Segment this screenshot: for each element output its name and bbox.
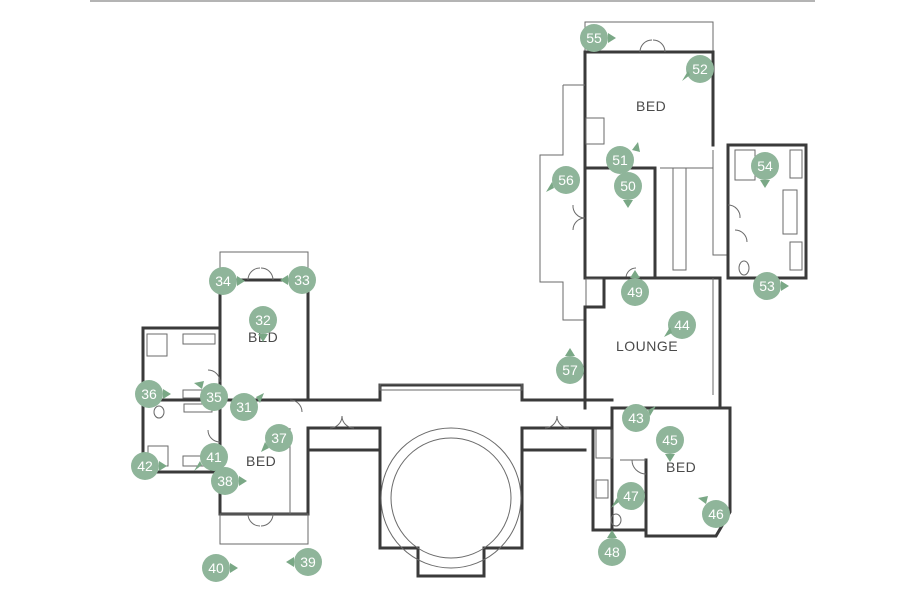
view-markers: 55 52 51 50 54 56 53 49 44 57 43 45 47 4… bbox=[131, 24, 789, 582]
view-marker[interactable]: 32 bbox=[249, 306, 277, 342]
view-marker[interactable]: 55 bbox=[580, 24, 616, 52]
view-marker[interactable]: 41 bbox=[194, 443, 228, 471]
view-marker[interactable]: 43 bbox=[622, 404, 656, 432]
room-label-bed-top: BED bbox=[636, 98, 666, 114]
view-marker[interactable]: 53 bbox=[753, 272, 789, 300]
view-marker[interactable]: 38 bbox=[211, 467, 247, 495]
svg-text:32: 32 bbox=[255, 312, 271, 328]
lounge-area bbox=[583, 276, 722, 410]
view-marker[interactable]: 34 bbox=[209, 267, 245, 295]
svg-text:54: 54 bbox=[757, 158, 773, 174]
view-marker[interactable]: 48 bbox=[598, 530, 626, 566]
svg-text:34: 34 bbox=[215, 273, 231, 289]
view-marker[interactable]: 50 bbox=[614, 172, 642, 208]
room-label-bed-right: BED bbox=[666, 459, 696, 475]
view-marker[interactable]: 47 bbox=[611, 482, 645, 510]
svg-text:44: 44 bbox=[674, 317, 690, 333]
svg-text:53: 53 bbox=[759, 278, 775, 294]
view-marker[interactable]: 45 bbox=[656, 426, 684, 462]
view-marker[interactable]: 40 bbox=[202, 554, 238, 582]
svg-text:55: 55 bbox=[586, 30, 602, 46]
svg-text:50: 50 bbox=[620, 178, 636, 194]
view-marker[interactable]: 31 bbox=[230, 393, 264, 421]
view-marker[interactable]: 51 bbox=[606, 142, 640, 174]
svg-text:33: 33 bbox=[294, 272, 310, 288]
view-marker[interactable]: 35 bbox=[194, 381, 228, 411]
svg-text:42: 42 bbox=[137, 458, 153, 474]
svg-text:45: 45 bbox=[662, 432, 678, 448]
svg-text:36: 36 bbox=[141, 386, 157, 402]
svg-text:38: 38 bbox=[217, 473, 233, 489]
view-marker[interactable]: 36 bbox=[135, 380, 171, 408]
svg-text:51: 51 bbox=[612, 152, 628, 168]
svg-text:56: 56 bbox=[558, 172, 574, 188]
svg-text:43: 43 bbox=[628, 410, 644, 426]
svg-text:40: 40 bbox=[208, 560, 224, 576]
view-marker[interactable]: 42 bbox=[131, 452, 167, 480]
svg-text:46: 46 bbox=[708, 506, 724, 522]
room-label-bed-left-bottom: BED bbox=[246, 453, 276, 469]
svg-text:47: 47 bbox=[623, 488, 639, 504]
view-marker[interactable]: 46 bbox=[698, 496, 730, 528]
svg-text:39: 39 bbox=[300, 554, 316, 570]
view-marker[interactable]: 37 bbox=[261, 424, 293, 452]
svg-text:48: 48 bbox=[604, 544, 620, 560]
svg-text:31: 31 bbox=[236, 399, 252, 415]
view-marker[interactable]: 56 bbox=[546, 166, 580, 194]
view-marker[interactable]: 57 bbox=[556, 348, 584, 384]
central-gallery bbox=[306, 383, 614, 578]
svg-text:49: 49 bbox=[627, 284, 643, 300]
svg-text:57: 57 bbox=[562, 362, 578, 378]
view-marker[interactable]: 44 bbox=[664, 311, 696, 339]
svg-text:52: 52 bbox=[692, 61, 708, 77]
view-marker[interactable]: 39 bbox=[286, 548, 322, 576]
svg-text:35: 35 bbox=[206, 389, 222, 405]
svg-text:37: 37 bbox=[271, 430, 287, 446]
view-marker[interactable]: 33 bbox=[280, 266, 316, 294]
room-label-lounge: LOUNGE bbox=[616, 338, 678, 354]
view-marker[interactable]: 49 bbox=[621, 270, 649, 306]
svg-text:41: 41 bbox=[206, 449, 222, 465]
view-marker[interactable]: 52 bbox=[682, 55, 714, 83]
view-marker[interactable]: 54 bbox=[751, 152, 779, 188]
